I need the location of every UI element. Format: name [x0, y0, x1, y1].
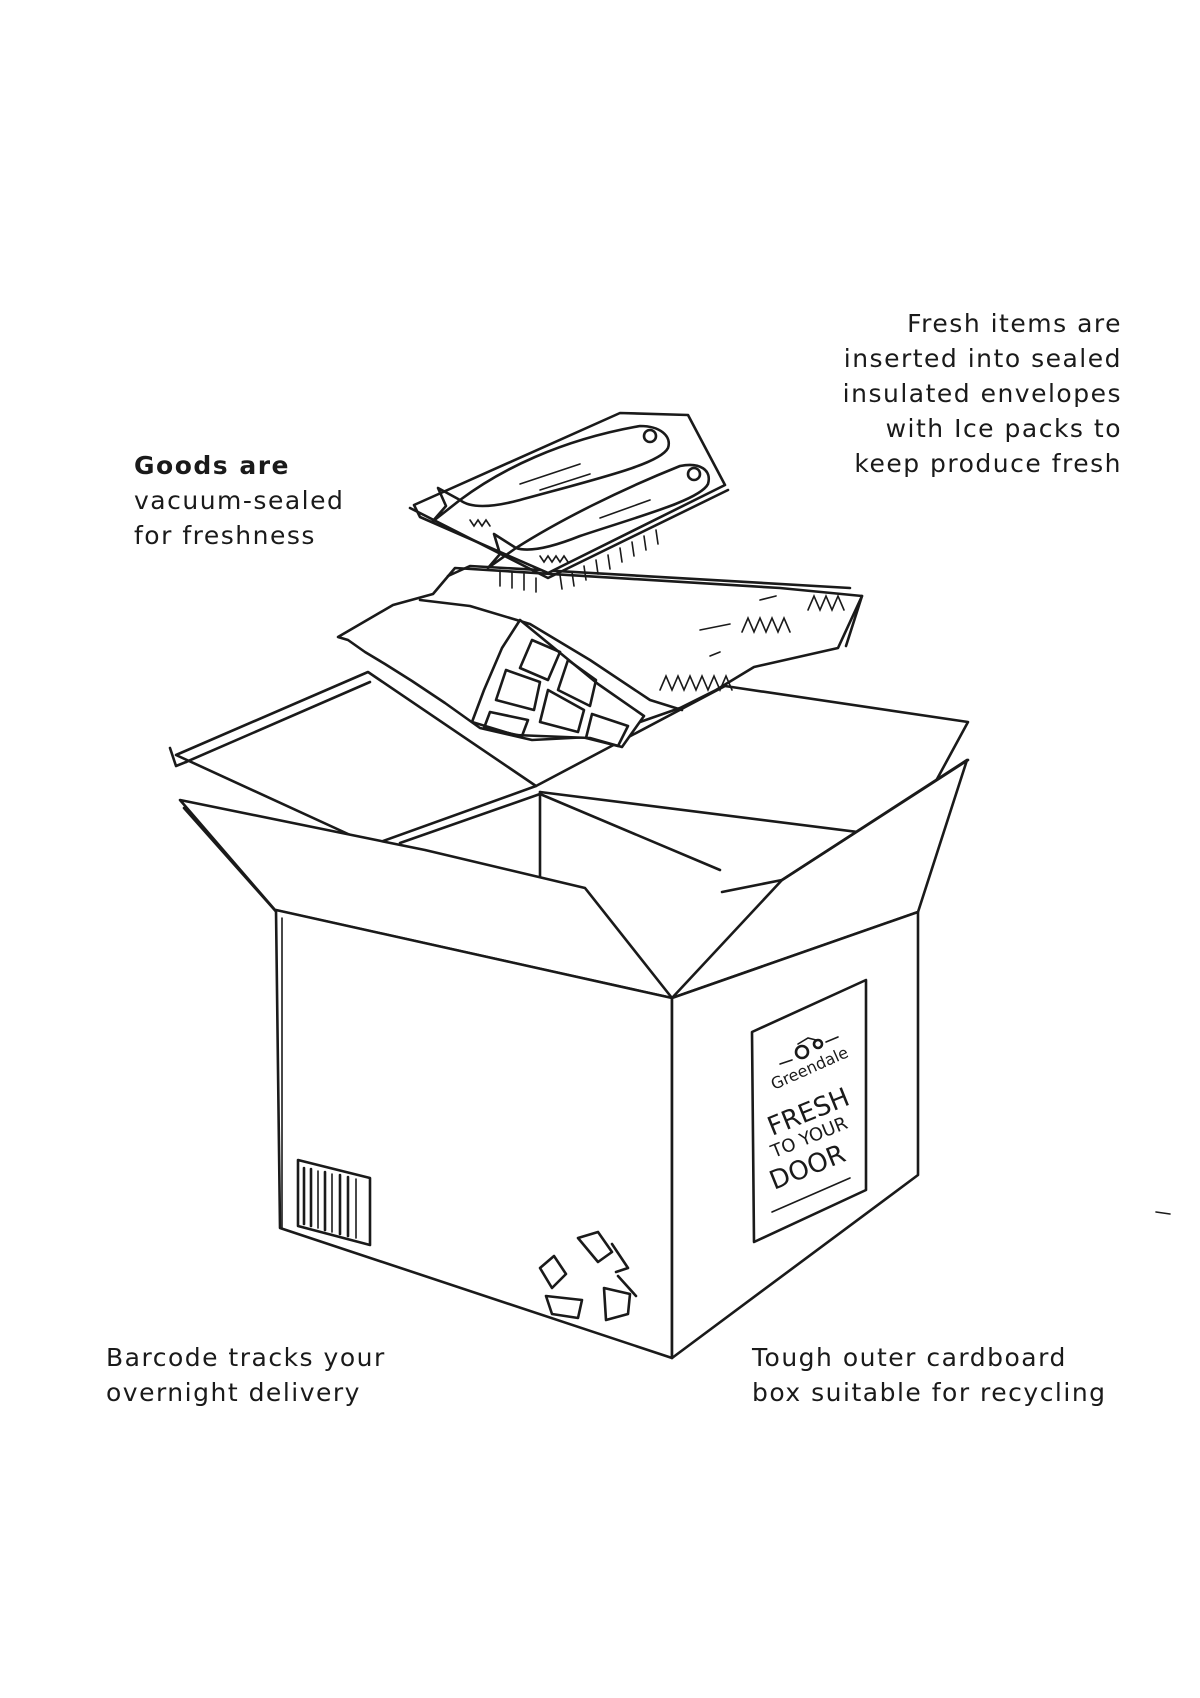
annotation-line: for freshness [134, 521, 316, 550]
insulated-envelope [336, 564, 864, 749]
annotation-line: Barcode tracks your [106, 1343, 386, 1372]
annotation-line: Goods are [134, 451, 291, 480]
annotation-line: keep produce fresh [854, 449, 1122, 478]
annotation-insulated-envelopes: Fresh items are inserted into sealed ins… [843, 306, 1122, 481]
annotation-line: with Ice packs to [885, 414, 1122, 443]
annotation-line: Fresh items are [907, 309, 1122, 338]
vacuum-sealed-pack [408, 411, 730, 593]
annotation-line: Tough outer cardboard [752, 1343, 1067, 1372]
annotation-line: vacuum-sealed [134, 486, 345, 515]
box-back-flaps [168, 670, 970, 882]
recycle-icon [538, 1230, 638, 1322]
annotation-barcode: Barcode tracks your overnight delivery [106, 1340, 386, 1410]
fish-icon [430, 424, 671, 524]
annotation-vacuum-sealed: Goods are vacuum-sealed for freshness [134, 448, 344, 553]
barcode-icon [296, 1158, 372, 1247]
box-front-flaps [178, 758, 970, 1000]
annotation-line: insulated envelopes [842, 379, 1122, 408]
annotation-line: box suitable for recycling [752, 1378, 1107, 1407]
tractor-icon [779, 1036, 839, 1065]
fish-icon [469, 463, 711, 570]
annotation-line: overnight delivery [106, 1378, 361, 1407]
annotation-cardboard: Tough outer cardboard box suitable for r… [752, 1340, 1107, 1410]
greendale-label: Greendale FRESH TO YOUR DOOR [750, 978, 868, 1244]
annotation-line: inserted into sealed [843, 344, 1122, 373]
